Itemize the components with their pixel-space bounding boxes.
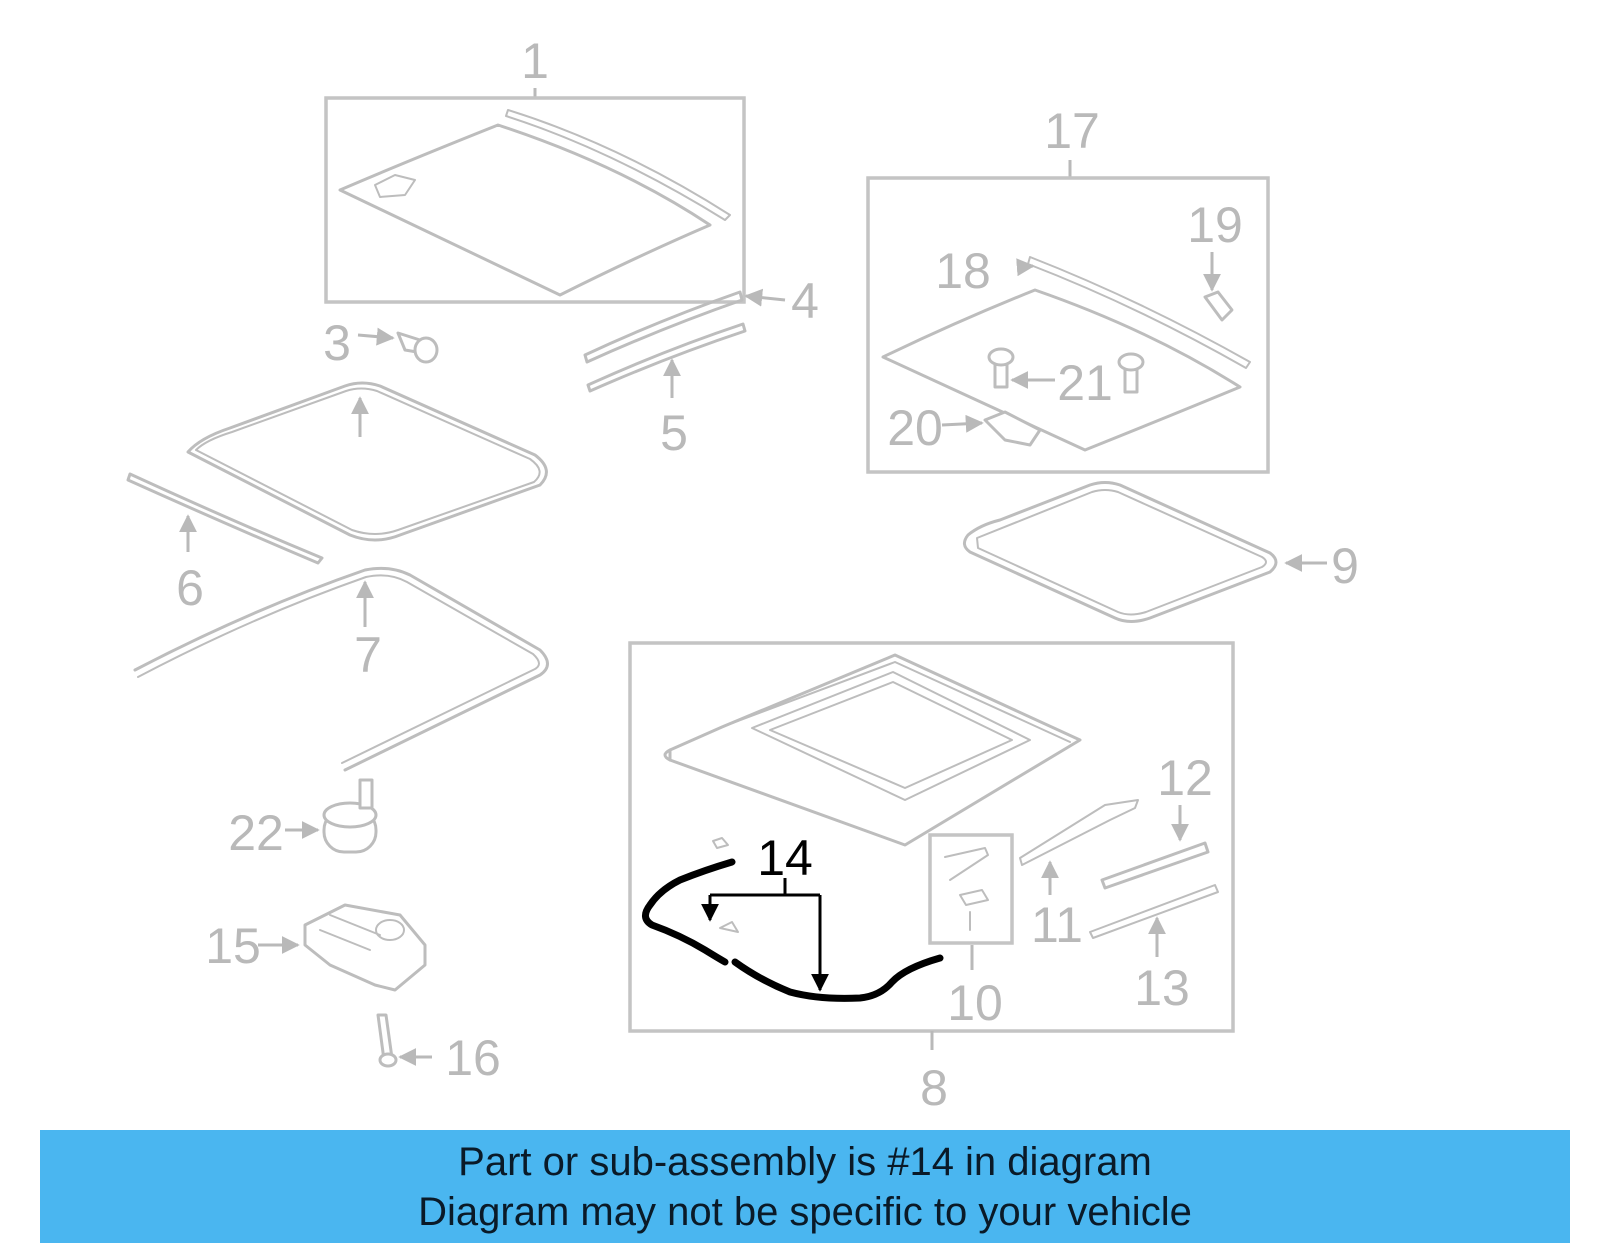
part-16-screw — [376, 1013, 432, 1068]
callout-1: 1 — [521, 33, 549, 89]
callout-8: 8 — [920, 1060, 948, 1116]
callout-22: 22 — [228, 805, 284, 861]
callout-19: 19 — [1187, 197, 1243, 253]
part-15-motor-assembly — [258, 903, 427, 992]
part-4-strip — [583, 288, 786, 364]
callout-4: 4 — [791, 273, 819, 329]
callout-13: 13 — [1134, 960, 1190, 1016]
callout-11: 11 — [1031, 897, 1083, 953]
part-17-assembly — [866, 160, 1270, 474]
part-7-seal — [186, 381, 548, 542]
part-10-box — [928, 833, 1014, 945]
part-1-box — [324, 96, 746, 304]
callout-6: 6 — [176, 560, 204, 616]
callout-16: 16 — [445, 1030, 501, 1086]
part-14-drain-hose — [642, 858, 944, 1002]
callout-7: 7 — [354, 627, 382, 683]
part-9-seal — [963, 481, 1327, 623]
parts-diagram: 1 3 4 5 6 7 8 9 10 11 12 13 14 15 16 17 … — [126, 33, 1359, 1116]
callout-3: 3 — [323, 315, 351, 371]
part-17-box — [866, 176, 1270, 474]
banner-disclaimer-text: Diagram may not be specific to your vehi… — [418, 1189, 1192, 1234]
callout-12: 12 — [1157, 750, 1213, 806]
callout-9: 9 — [1331, 538, 1359, 594]
part-6-strip — [126, 472, 324, 565]
part-22-motor — [285, 778, 378, 854]
banner-part-number-text: Part or sub-assembly is #14 in diagram — [458, 1139, 1152, 1184]
callout-18: 18 — [935, 243, 991, 299]
callout-17: 17 — [1044, 103, 1100, 159]
callout-5: 5 — [660, 405, 688, 461]
callout-10: 10 — [947, 975, 1003, 1031]
info-banner: Part or sub-assembly is #14 in diagram D… — [40, 1130, 1570, 1243]
part-7-lower-seal — [133, 566, 549, 772]
callout-21: 21 — [1057, 355, 1113, 411]
part-1-glass-assembly — [324, 88, 746, 304]
part-5-strip — [586, 322, 747, 398]
part-8-assembly — [628, 641, 1235, 1050]
callout-15: 15 — [205, 918, 261, 974]
callout-20: 20 — [887, 400, 943, 456]
callout-14: 14 — [757, 830, 813, 886]
part-3-bolt — [357, 327, 439, 364]
